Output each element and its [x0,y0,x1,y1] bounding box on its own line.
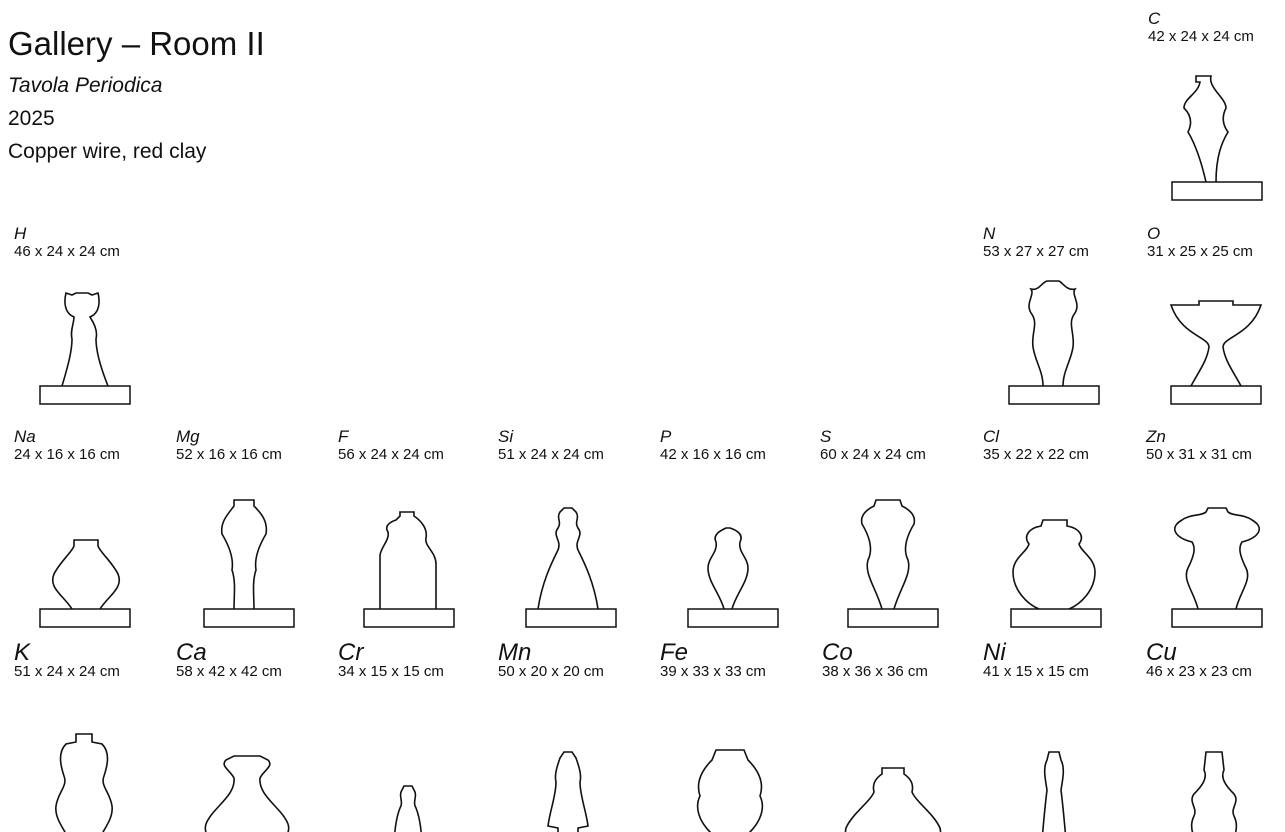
artwork-card-s: S 60 x 24 x 24 cm [820,428,980,618]
artwork-card-mn: Mn 50 x 20 x 20 cm [498,642,658,832]
sculpture-figure [983,678,1123,828]
sculpture-figure [1146,678,1285,828]
dimensions: 60 x 24 x 24 cm [820,446,926,463]
element-symbol: Na [14,428,36,446]
sculpture-figure [14,261,154,411]
artwork-card-c: C 42 x 24 x 24 cm [1148,10,1285,200]
sculpture-figure [498,464,638,614]
dimensions: 42 x 24 x 24 cm [1148,28,1254,45]
artwork-card-o: O 31 x 25 x 25 cm [1147,225,1285,415]
element-symbol: P [660,428,671,446]
dimensions: 46 x 24 x 24 cm [14,243,120,260]
artwork-card-co: Co 38 x 36 x 36 cm [822,642,982,832]
element-symbol: C [1148,10,1160,28]
element-symbol: Co [822,642,853,664]
dimensions: 50 x 31 x 31 cm [1146,446,1252,463]
sculpture-figure [338,464,478,614]
sculpture-figure [822,678,962,828]
dimensions: 53 x 27 x 27 cm [983,243,1089,260]
sculpture-figure [176,464,316,614]
dimensions: 42 x 16 x 16 cm [660,446,766,463]
series-title: Tavola Periodica [8,73,163,99]
sculpture-figure [14,464,154,614]
element-symbol: Zn [1146,428,1166,446]
element-symbol: N [983,225,995,243]
sculpture-figure [1146,464,1285,614]
element-symbol: Si [498,428,513,446]
artwork-card-si: Si 51 x 24 x 24 cm [498,428,658,618]
artwork-card-fe: Fe 39 x 33 x 33 cm [660,642,820,832]
artwork-card-k: K 51 x 24 x 24 cm [14,642,174,832]
dimensions: 31 x 25 x 25 cm [1147,243,1253,260]
artwork-card-zn: Zn 50 x 31 x 31 cm [1146,428,1285,618]
element-symbol: K [14,642,30,664]
sculpture-figure [14,678,154,828]
element-symbol: Cl [983,428,999,446]
year: 2025 [8,106,55,132]
element-symbol: O [1147,225,1160,243]
sculpture-figure [1147,261,1285,411]
element-symbol: F [338,428,348,446]
artwork-card-n: N 53 x 27 x 27 cm [983,225,1143,415]
artwork-card-ni: Ni 41 x 15 x 15 cm [983,642,1143,832]
dimensions: 56 x 24 x 24 cm [338,446,444,463]
element-symbol: Mg [176,428,200,446]
sculpture-figure [983,261,1123,411]
dimensions: 51 x 24 x 24 cm [498,446,604,463]
sculpture-figure [498,678,638,828]
sculpture-figure [338,678,478,828]
element-symbol: Fe [660,642,688,664]
element-symbol: Mn [498,642,531,664]
sculpture-figure [1148,46,1285,196]
element-symbol: S [820,428,831,446]
artwork-card-f: F 56 x 24 x 24 cm [338,428,498,618]
dimensions: 52 x 16 x 16 cm [176,446,282,463]
element-symbol: Ni [983,642,1006,664]
artwork-card-p: P 42 x 16 x 16 cm [660,428,820,618]
sculpture-figure [820,464,960,614]
dimensions: 35 x 22 x 22 cm [983,446,1089,463]
artwork-card-cl: Cl 35 x 22 x 22 cm [983,428,1143,618]
sculpture-figure [983,464,1123,614]
element-symbol: Cu [1146,642,1177,664]
sculpture-figure [660,464,800,614]
element-symbol: Ca [176,642,207,664]
sculpture-figure [660,678,800,828]
artwork-card-cr: Cr 34 x 15 x 15 cm [338,642,498,832]
artwork-card-h: H 46 x 24 x 24 cm [14,225,174,415]
artwork-card-ca: Ca 58 x 42 x 42 cm [176,642,336,832]
dimensions: 24 x 16 x 16 cm [14,446,120,463]
artwork-card-mg: Mg 52 x 16 x 16 cm [176,428,336,618]
page-title: Gallery – Room II [8,26,265,62]
sculpture-figure [176,678,316,828]
material: Copper wire, red clay [8,139,206,165]
artwork-card-cu: Cu 46 x 23 x 23 cm [1146,642,1285,832]
element-symbol: H [14,225,26,243]
element-symbol: Cr [338,642,363,664]
artwork-card-na: Na 24 x 16 x 16 cm [14,428,174,618]
